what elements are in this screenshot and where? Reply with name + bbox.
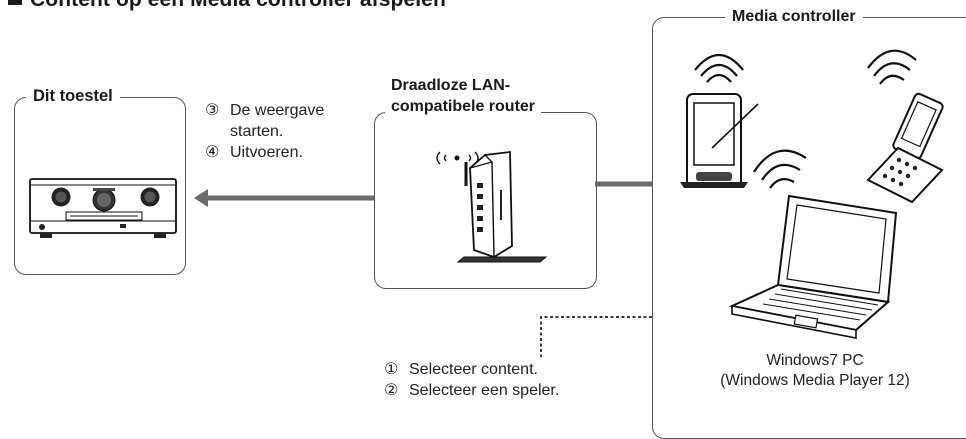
step-row: ③ De weergave bbox=[205, 100, 324, 121]
step-number: ③ bbox=[205, 102, 220, 119]
dashed-connector bbox=[540, 316, 652, 357]
router-title-line2: compatibele router bbox=[391, 98, 536, 115]
av-receiver-icon bbox=[29, 178, 177, 238]
router-title-line1: Draadloze LAN- bbox=[391, 77, 511, 94]
step-row: ④ Uitvoeren. bbox=[205, 142, 324, 163]
device-title: Dit toestel bbox=[26, 87, 120, 106]
router-title: Draadloze LAN- compatibele router bbox=[385, 72, 542, 120]
step-text: Selecteer een speler. bbox=[409, 382, 560, 399]
step-number: ② bbox=[384, 382, 399, 399]
media-controller-title: Media controller bbox=[725, 8, 863, 26]
device-steps: ③ De weergave starten. ④ Uitvoeren. bbox=[205, 100, 324, 163]
wireless-router-icon bbox=[436, 150, 548, 263]
step-number bbox=[205, 121, 230, 142]
arrowhead-icon bbox=[194, 189, 208, 207]
pda-icon bbox=[680, 54, 759, 188]
step-text: starten. bbox=[230, 123, 284, 140]
connection-arrow bbox=[194, 181, 652, 207]
laptop-icon bbox=[728, 149, 898, 339]
diagram-illustrations bbox=[29, 49, 944, 357]
mobile-phone-icon bbox=[866, 49, 944, 204]
step-row: starten. bbox=[205, 121, 324, 142]
pc-caption: Windows7 PC (Windows Media Player 12) bbox=[700, 351, 930, 391]
step-text: De weergave bbox=[230, 102, 325, 119]
pc-caption-line2: (Windows Media Player 12) bbox=[720, 372, 910, 389]
step-number: ① bbox=[384, 361, 399, 378]
controller-steps: ① Selecteer content. ② Selecteer een spe… bbox=[384, 359, 559, 401]
step-number: ④ bbox=[205, 144, 220, 161]
step-text: Uitvoeren. bbox=[230, 144, 303, 161]
heading-text: Content op een Media controller afspelen bbox=[30, 0, 446, 11]
step-row: ② Selecteer een speler. bbox=[384, 380, 559, 401]
step-text: Selecteer content. bbox=[409, 361, 538, 378]
pc-caption-line1: Windows7 PC bbox=[766, 352, 864, 369]
step-row: ① Selecteer content. bbox=[384, 359, 559, 380]
heading-square-icon bbox=[8, 0, 22, 5]
section-heading: Content op een Media controller afspelen bbox=[8, 0, 446, 12]
